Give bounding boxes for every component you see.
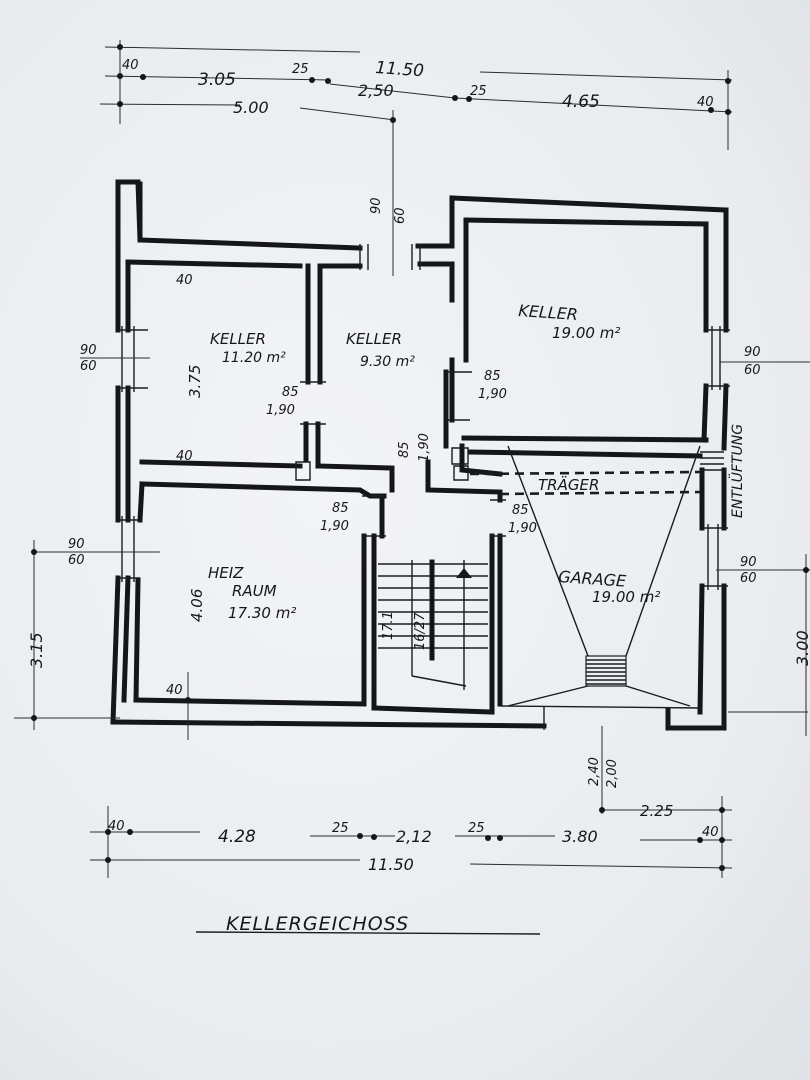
wall-40a-label: 40 bbox=[176, 273, 193, 288]
top-seg-465-dim: 4.65 bbox=[562, 92, 600, 112]
entlueftung-label: ENTLÜFTUNG bbox=[728, 424, 746, 518]
garage-area: 19.00 m² bbox=[592, 588, 660, 606]
bottom-overall-dim: 11.50 bbox=[368, 855, 414, 874]
door-d-w: 85 bbox=[332, 501, 349, 516]
win-right-1-w: 90 bbox=[744, 345, 761, 360]
door-d-h: 1,90 bbox=[320, 519, 349, 534]
top-seg-305-dim: 3.05 bbox=[198, 70, 236, 90]
win-right-2-w: 90 bbox=[740, 555, 757, 570]
side-right-dim: 3.00 bbox=[793, 630, 810, 666]
top-seg-250-dim: 2,50 bbox=[358, 81, 394, 100]
win-left-2-h: 60 bbox=[68, 553, 85, 568]
keller-b-area: 9.30 m² bbox=[360, 354, 415, 370]
bottom-seg-428-dim: 4.28 bbox=[218, 827, 256, 847]
bottom-wall-right-dim: 40 bbox=[702, 825, 719, 840]
win-right-2-h: 60 bbox=[740, 571, 757, 586]
door-b-w: 85 bbox=[484, 369, 501, 384]
win-top-h: 60 bbox=[393, 207, 408, 224]
door-a-h: 1,90 bbox=[266, 403, 295, 418]
win-left-1-w: 90 bbox=[80, 343, 97, 358]
heizraum-name-1: HEIZ bbox=[208, 564, 244, 582]
stairs-rise: 16/27 bbox=[413, 612, 428, 650]
top-sub-500-dim: 5.00 bbox=[233, 98, 269, 117]
top-wall-right-dim: 40 bbox=[697, 95, 714, 110]
keller-a-area: 11.20 m² bbox=[222, 350, 286, 366]
top-wall-25a-dim: 25 bbox=[292, 62, 309, 77]
bottom-seg-225-dim: 2.25 bbox=[640, 802, 673, 820]
traeger-label: TRÄGER bbox=[538, 475, 599, 494]
door-a-w: 85 bbox=[282, 385, 299, 400]
keller-a-height: 3.75 bbox=[186, 365, 204, 398]
bottom-wall-left-dim: 40 bbox=[108, 819, 125, 834]
garage-door-w: 2,40 bbox=[587, 757, 602, 786]
door-e-w: 85 bbox=[512, 503, 529, 518]
heizraum-area: 17.30 m² bbox=[228, 604, 296, 622]
win-left-2-w: 90 bbox=[68, 537, 85, 552]
door-c-w: 85 bbox=[397, 441, 412, 458]
top-dimension-lines bbox=[99, 40, 733, 276]
garage-name: GARAGE bbox=[558, 567, 628, 591]
garage-details bbox=[469, 445, 724, 730]
bottom-seg-212-dim: 2,12 bbox=[396, 827, 432, 846]
keller-b-name: KELLER bbox=[346, 330, 402, 348]
top-wall-25b-dim: 25 bbox=[470, 84, 487, 99]
walls bbox=[110, 179, 729, 731]
stairs-count: 17.1 bbox=[381, 611, 396, 640]
bottom-wall-25a-dim: 25 bbox=[332, 821, 349, 836]
wall-40b-label: 40 bbox=[176, 449, 193, 464]
door-e-h: 1,90 bbox=[508, 521, 537, 536]
win-left-1-h: 60 bbox=[80, 359, 97, 374]
side-left-dim: 3.15 bbox=[27, 632, 46, 668]
bottom-seg-380-dim: 3.80 bbox=[562, 827, 598, 846]
win-top-w: 90 bbox=[369, 197, 384, 214]
keller-c-name: KELLER bbox=[518, 301, 579, 324]
plan-title: KELLERGEICHOSS bbox=[226, 913, 409, 935]
heizraum-name-2: RAUM bbox=[232, 582, 277, 600]
keller-c-area: 19.00 m² bbox=[552, 324, 620, 342]
side-dimension-lines bbox=[14, 357, 810, 736]
door-c-h: 1,90 bbox=[417, 433, 432, 462]
staircase bbox=[378, 559, 488, 690]
top-overall-dim: 11.50 bbox=[375, 58, 425, 81]
heizraum-height: 4.06 bbox=[188, 589, 206, 622]
top-wall-left-dim: 40 bbox=[122, 58, 139, 73]
garage-door-h: 2,00 bbox=[605, 759, 620, 788]
door-b-h: 1,90 bbox=[478, 387, 507, 402]
wall-40c-label: 40 bbox=[166, 683, 183, 698]
bottom-dimension-lines bbox=[90, 672, 733, 878]
jamb-marks bbox=[118, 244, 730, 590]
keller-a-name: KELLER bbox=[210, 330, 266, 348]
bottom-wall-25b-dim: 25 bbox=[468, 821, 485, 836]
win-right-1-h: 60 bbox=[744, 363, 761, 378]
